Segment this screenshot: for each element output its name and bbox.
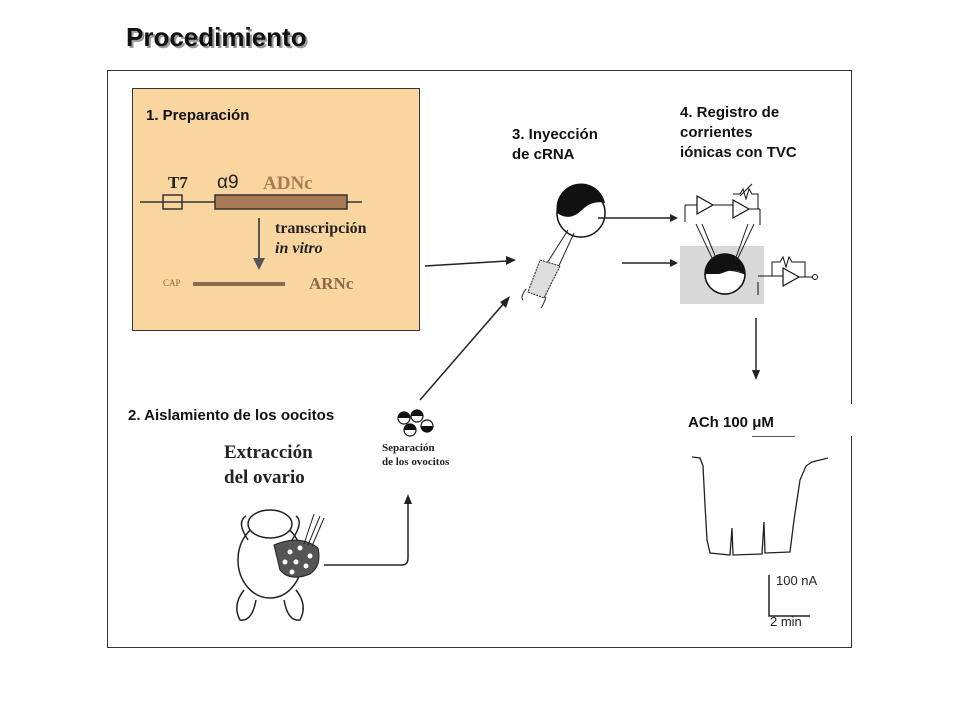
step4-label-line2: corrientes xyxy=(680,124,753,141)
scale-time-label: 2 min xyxy=(770,614,802,629)
step1-label: 1. Preparación xyxy=(146,107,250,124)
arnc-label: ARNc xyxy=(309,274,354,293)
step4-label-line3: iónicas con TVC xyxy=(680,144,797,161)
cap-label: CAP xyxy=(163,278,181,288)
step4-label-line1: 4. Registro de xyxy=(680,104,780,121)
t7-label: T7 xyxy=(168,173,188,192)
step3-label-line2: de cRNA xyxy=(512,146,575,163)
separated-oocytes xyxy=(397,409,434,437)
page-title: Procedimiento xyxy=(126,22,307,52)
arrows-to-recording xyxy=(598,214,678,267)
arrow-to-injection xyxy=(424,256,516,267)
arrow-to-trace xyxy=(752,318,760,380)
in-vitro-label: in vitro xyxy=(275,240,323,257)
oocyte-injection-drawing xyxy=(521,183,606,309)
scale-bar xyxy=(768,575,810,617)
frog-drawing xyxy=(236,509,325,621)
tvc-setup-drawing xyxy=(680,183,818,304)
extraction-line2: del ovario xyxy=(224,467,305,488)
t7-promoter-box xyxy=(162,194,183,210)
adnc-label: ADNc xyxy=(263,173,313,194)
current-trace xyxy=(691,435,829,617)
transcription-arrow xyxy=(253,218,265,270)
agonist-label-background xyxy=(672,404,852,436)
alpha9-label: α9 xyxy=(217,172,239,193)
extraction-line1: Extracción xyxy=(224,442,313,463)
separation-line2: de los ovocitos xyxy=(382,456,450,468)
procedure-frame xyxy=(107,70,852,648)
separation-line1: Separación xyxy=(382,442,435,454)
cdna-construct xyxy=(140,194,362,210)
step2-label: 2. Aislamiento de los oocitos xyxy=(128,407,335,424)
dna-bar xyxy=(214,194,348,210)
arrow-separation-to-injection xyxy=(419,296,510,401)
scale-current-label: 100 nA xyxy=(776,573,818,588)
step3-label-line1: 3. Inyección xyxy=(512,126,598,143)
transcription-label: transcripción xyxy=(275,220,367,237)
arrow-to-separation xyxy=(324,494,412,566)
agonist-label: ACh 100 μM xyxy=(688,414,774,431)
